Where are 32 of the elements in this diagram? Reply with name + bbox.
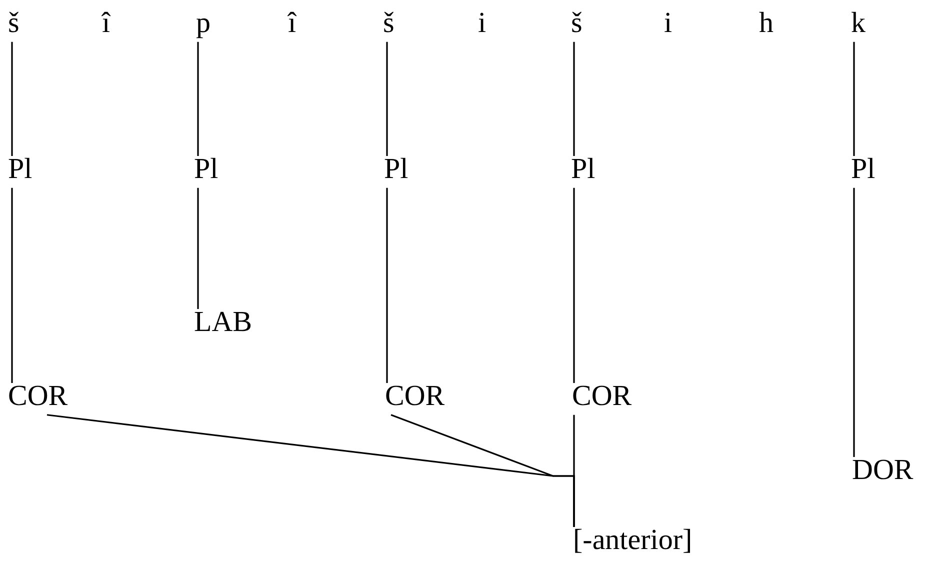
association-line xyxy=(573,414,575,527)
feature-label: i xyxy=(478,8,486,40)
feature-label: Pl xyxy=(194,154,218,186)
feature-label: COR xyxy=(572,381,632,413)
association-line xyxy=(11,188,13,383)
feature-label: COR xyxy=(8,381,68,413)
association-line xyxy=(197,188,199,309)
feature-label: Pl xyxy=(8,154,32,186)
feature-label: Pl xyxy=(384,154,408,186)
feature-label: k xyxy=(851,8,866,40)
feature-label: š xyxy=(8,8,20,40)
association-line xyxy=(853,42,855,156)
association-line xyxy=(11,42,13,156)
feature-label: Pl xyxy=(851,154,876,186)
feature-label: p xyxy=(196,8,210,40)
feature-label: COR xyxy=(385,381,445,413)
feature-label: i xyxy=(664,8,672,40)
feature-label: DOR xyxy=(852,455,914,487)
feature-label: î xyxy=(288,8,296,40)
association-line xyxy=(386,188,388,383)
association-line xyxy=(573,188,575,383)
association-line xyxy=(853,188,855,457)
association-line xyxy=(573,42,575,156)
feature-label: [-anterior] xyxy=(573,525,692,557)
feature-label: h xyxy=(759,8,774,40)
association-line xyxy=(197,42,199,156)
feature-label: š xyxy=(571,8,582,40)
association-line xyxy=(386,42,388,156)
feature-label: Pl xyxy=(571,154,596,186)
feature-label: LAB xyxy=(194,307,252,339)
feature-label: š xyxy=(383,8,394,40)
feature-label: î xyxy=(102,8,110,40)
